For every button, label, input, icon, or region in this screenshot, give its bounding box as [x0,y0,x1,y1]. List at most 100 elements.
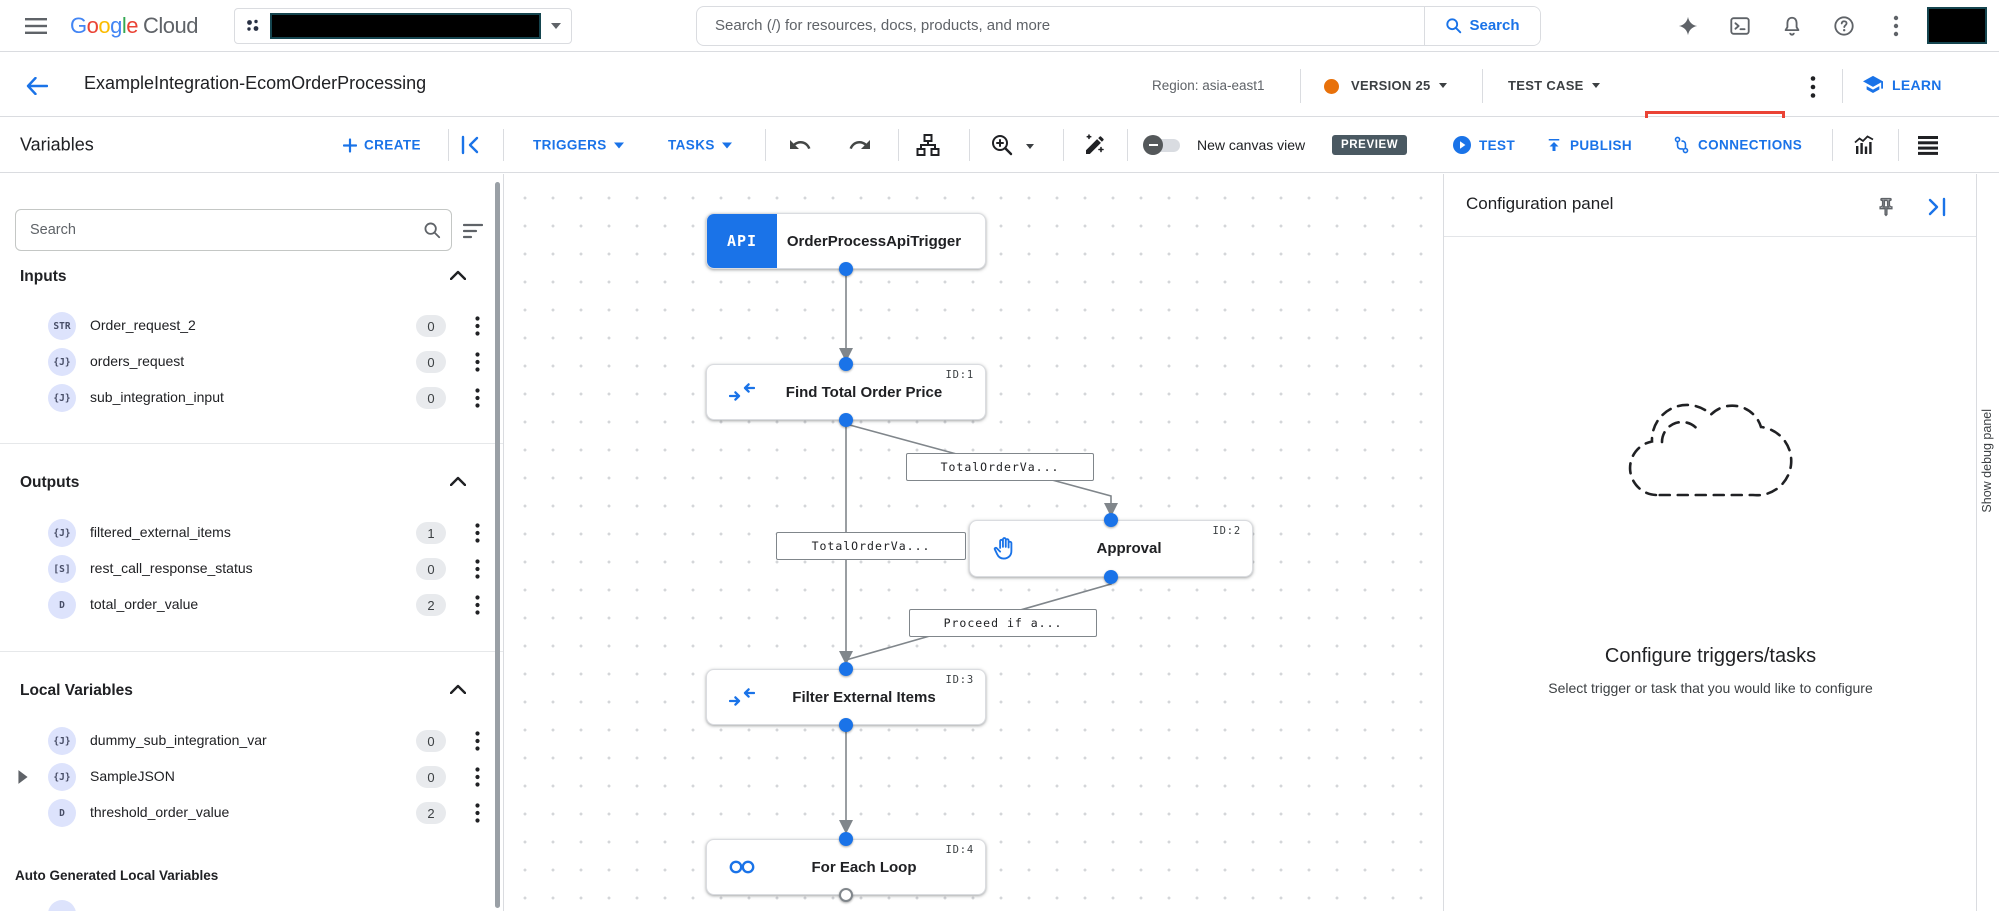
account-avatar[interactable] [1927,7,1987,44]
sidebar-scrollbar[interactable] [495,182,500,908]
type-badge-json: {J} [48,384,76,412]
variable-row[interactable]: {J} SampleJSON 0 [0,759,503,795]
variable-menu-button[interactable] [466,729,488,753]
collapse-variables-panel-button[interactable] [454,128,488,162]
topbar-actions [1667,5,1987,47]
node-port[interactable] [839,357,853,371]
help-button[interactable] [1823,5,1865,47]
pin-panel-button[interactable] [1871,192,1901,222]
trigger-node-order-process-api[interactable]: API OrderProcessApiTrigger [706,213,986,269]
variable-menu-button[interactable] [466,386,488,410]
variable-menu-button[interactable] [466,765,488,789]
main-menu-button[interactable] [16,6,56,46]
zoom-control-button[interactable] [984,127,1020,163]
triggers-dropdown[interactable]: TRIGGERS [533,138,624,153]
inputs-section-header: Inputs [0,266,503,294]
variable-menu-button[interactable] [466,801,488,825]
collapse-section-icon[interactable] [450,270,466,280]
chevron-down-icon [1438,83,1447,88]
configuration-panel-header: Configuration panel [1444,174,1977,237]
variable-row[interactable]: {J} sub_integration_input 0 [0,380,503,416]
variables-panel-title: Variables [20,134,94,155]
usage-count-badge: 2 [416,802,446,824]
kebab-icon [474,595,480,615]
collapse-section-icon[interactable] [450,476,466,486]
search-button[interactable]: Search [1424,6,1540,45]
variable-row[interactable]: STR Order_request_2 0 [0,308,503,344]
integration-canvas[interactable]: TotalOrderVa... TotalOrderVa... Proceed … [505,174,1443,911]
node-port-empty[interactable] [839,888,853,902]
edge-condition-label[interactable]: TotalOrderVa... [776,532,966,560]
collapse-panel-button[interactable] [1921,192,1951,222]
integration-title: ExampleIntegration-EcomOrderProcessing [84,73,427,93]
variable-menu-button[interactable] [466,314,488,338]
divider [448,129,449,161]
publish-button[interactable]: PUBLISH [1545,136,1632,154]
node-port[interactable] [1104,570,1118,584]
usage-count-badge: 0 [416,351,446,373]
redo-button[interactable] [842,127,878,163]
node-port[interactable] [1104,513,1118,527]
task-node-for-each-loop[interactable]: ID:4 For Each Loop [706,839,986,895]
undo-icon [790,140,811,149]
empty-state-cloud-icon [1628,403,1793,497]
data-mapping-icon [729,383,755,401]
edge-condition-label[interactable]: TotalOrderVa... [906,453,1094,481]
chevron-down-icon [721,142,732,148]
test-case-dropdown[interactable]: TEST CASE [1508,78,1600,93]
usage-count-badge: 0 [416,558,446,580]
header-more-button[interactable] [1800,73,1826,101]
variables-search-input[interactable] [16,222,423,238]
logs-button[interactable] [1910,127,1946,163]
expand-arrow-icon[interactable] [16,769,30,785]
divider [898,129,899,161]
variable-menu-button[interactable] [466,521,488,545]
project-selector[interactable] [234,7,572,44]
gemini-button[interactable] [1667,5,1709,47]
variable-row[interactable]: {J} orders_request 0 [0,344,503,380]
node-port[interactable] [839,832,853,846]
org-chart-icon [916,134,940,156]
show-debug-panel-label: Show debug panel [1980,409,1994,513]
node-port[interactable] [839,662,853,676]
task-node-filter-external-items[interactable]: ID:3 Filter External Items [706,669,986,725]
node-port[interactable] [839,718,853,732]
notifications-button[interactable] [1771,5,1813,47]
zoom-chevron-down-icon[interactable] [1026,144,1034,149]
version-dropdown[interactable]: VERSION 25 [1351,78,1447,93]
collapse-section-icon[interactable] [450,684,466,694]
metrics-button[interactable] [1846,127,1882,163]
cloud-shell-button[interactable] [1719,5,1761,47]
auto-layout-button[interactable] [910,127,946,163]
undo-button[interactable] [782,127,818,163]
new-canvas-view-toggle[interactable] [1143,134,1183,156]
variable-menu-button[interactable] [466,593,488,617]
task-node-find-total-order-price[interactable]: ID:1 Find Total Order Price [706,364,986,420]
kebab-icon [474,388,480,408]
debug-panel-strip[interactable]: Show debug panel [1976,174,1999,911]
variable-menu-button[interactable] [466,350,488,374]
variables-sort-button[interactable] [458,218,488,244]
create-variable-button[interactable]: CREATE [343,138,421,153]
variable-row[interactable]: D threshold_order_value 2 [0,795,503,831]
more-options-button[interactable] [1875,5,1917,47]
test-button[interactable]: TEST [1452,135,1515,155]
magic-edit-button[interactable] [1076,127,1112,163]
variable-menu-button[interactable] [466,557,488,581]
learn-button[interactable]: LEARN [1862,75,1942,95]
usage-count-badge: 0 [416,315,446,337]
task-node-approval[interactable]: ID:2 Approval [969,520,1253,577]
connections-button[interactable]: CONNECTIONS [1672,136,1802,155]
back-button[interactable] [22,71,52,101]
global-search-input[interactable] [697,17,1424,34]
log-list-icon [1918,136,1938,155]
variable-row[interactable]: [S] rest_call_response_status 0 [0,551,503,587]
variable-row[interactable]: D total_order_value 2 [0,587,503,623]
terminal-icon [1730,16,1750,35]
variable-row[interactable]: {J} dummy_sub_integration_var 0 [0,723,503,759]
tasks-dropdown[interactable]: TASKS [668,138,732,153]
edge-condition-label[interactable]: Proceed if a... [909,609,1097,637]
node-port[interactable] [839,413,853,427]
node-port[interactable] [839,262,853,276]
variable-row[interactable]: {J} filtered_external_items 1 [0,515,503,551]
